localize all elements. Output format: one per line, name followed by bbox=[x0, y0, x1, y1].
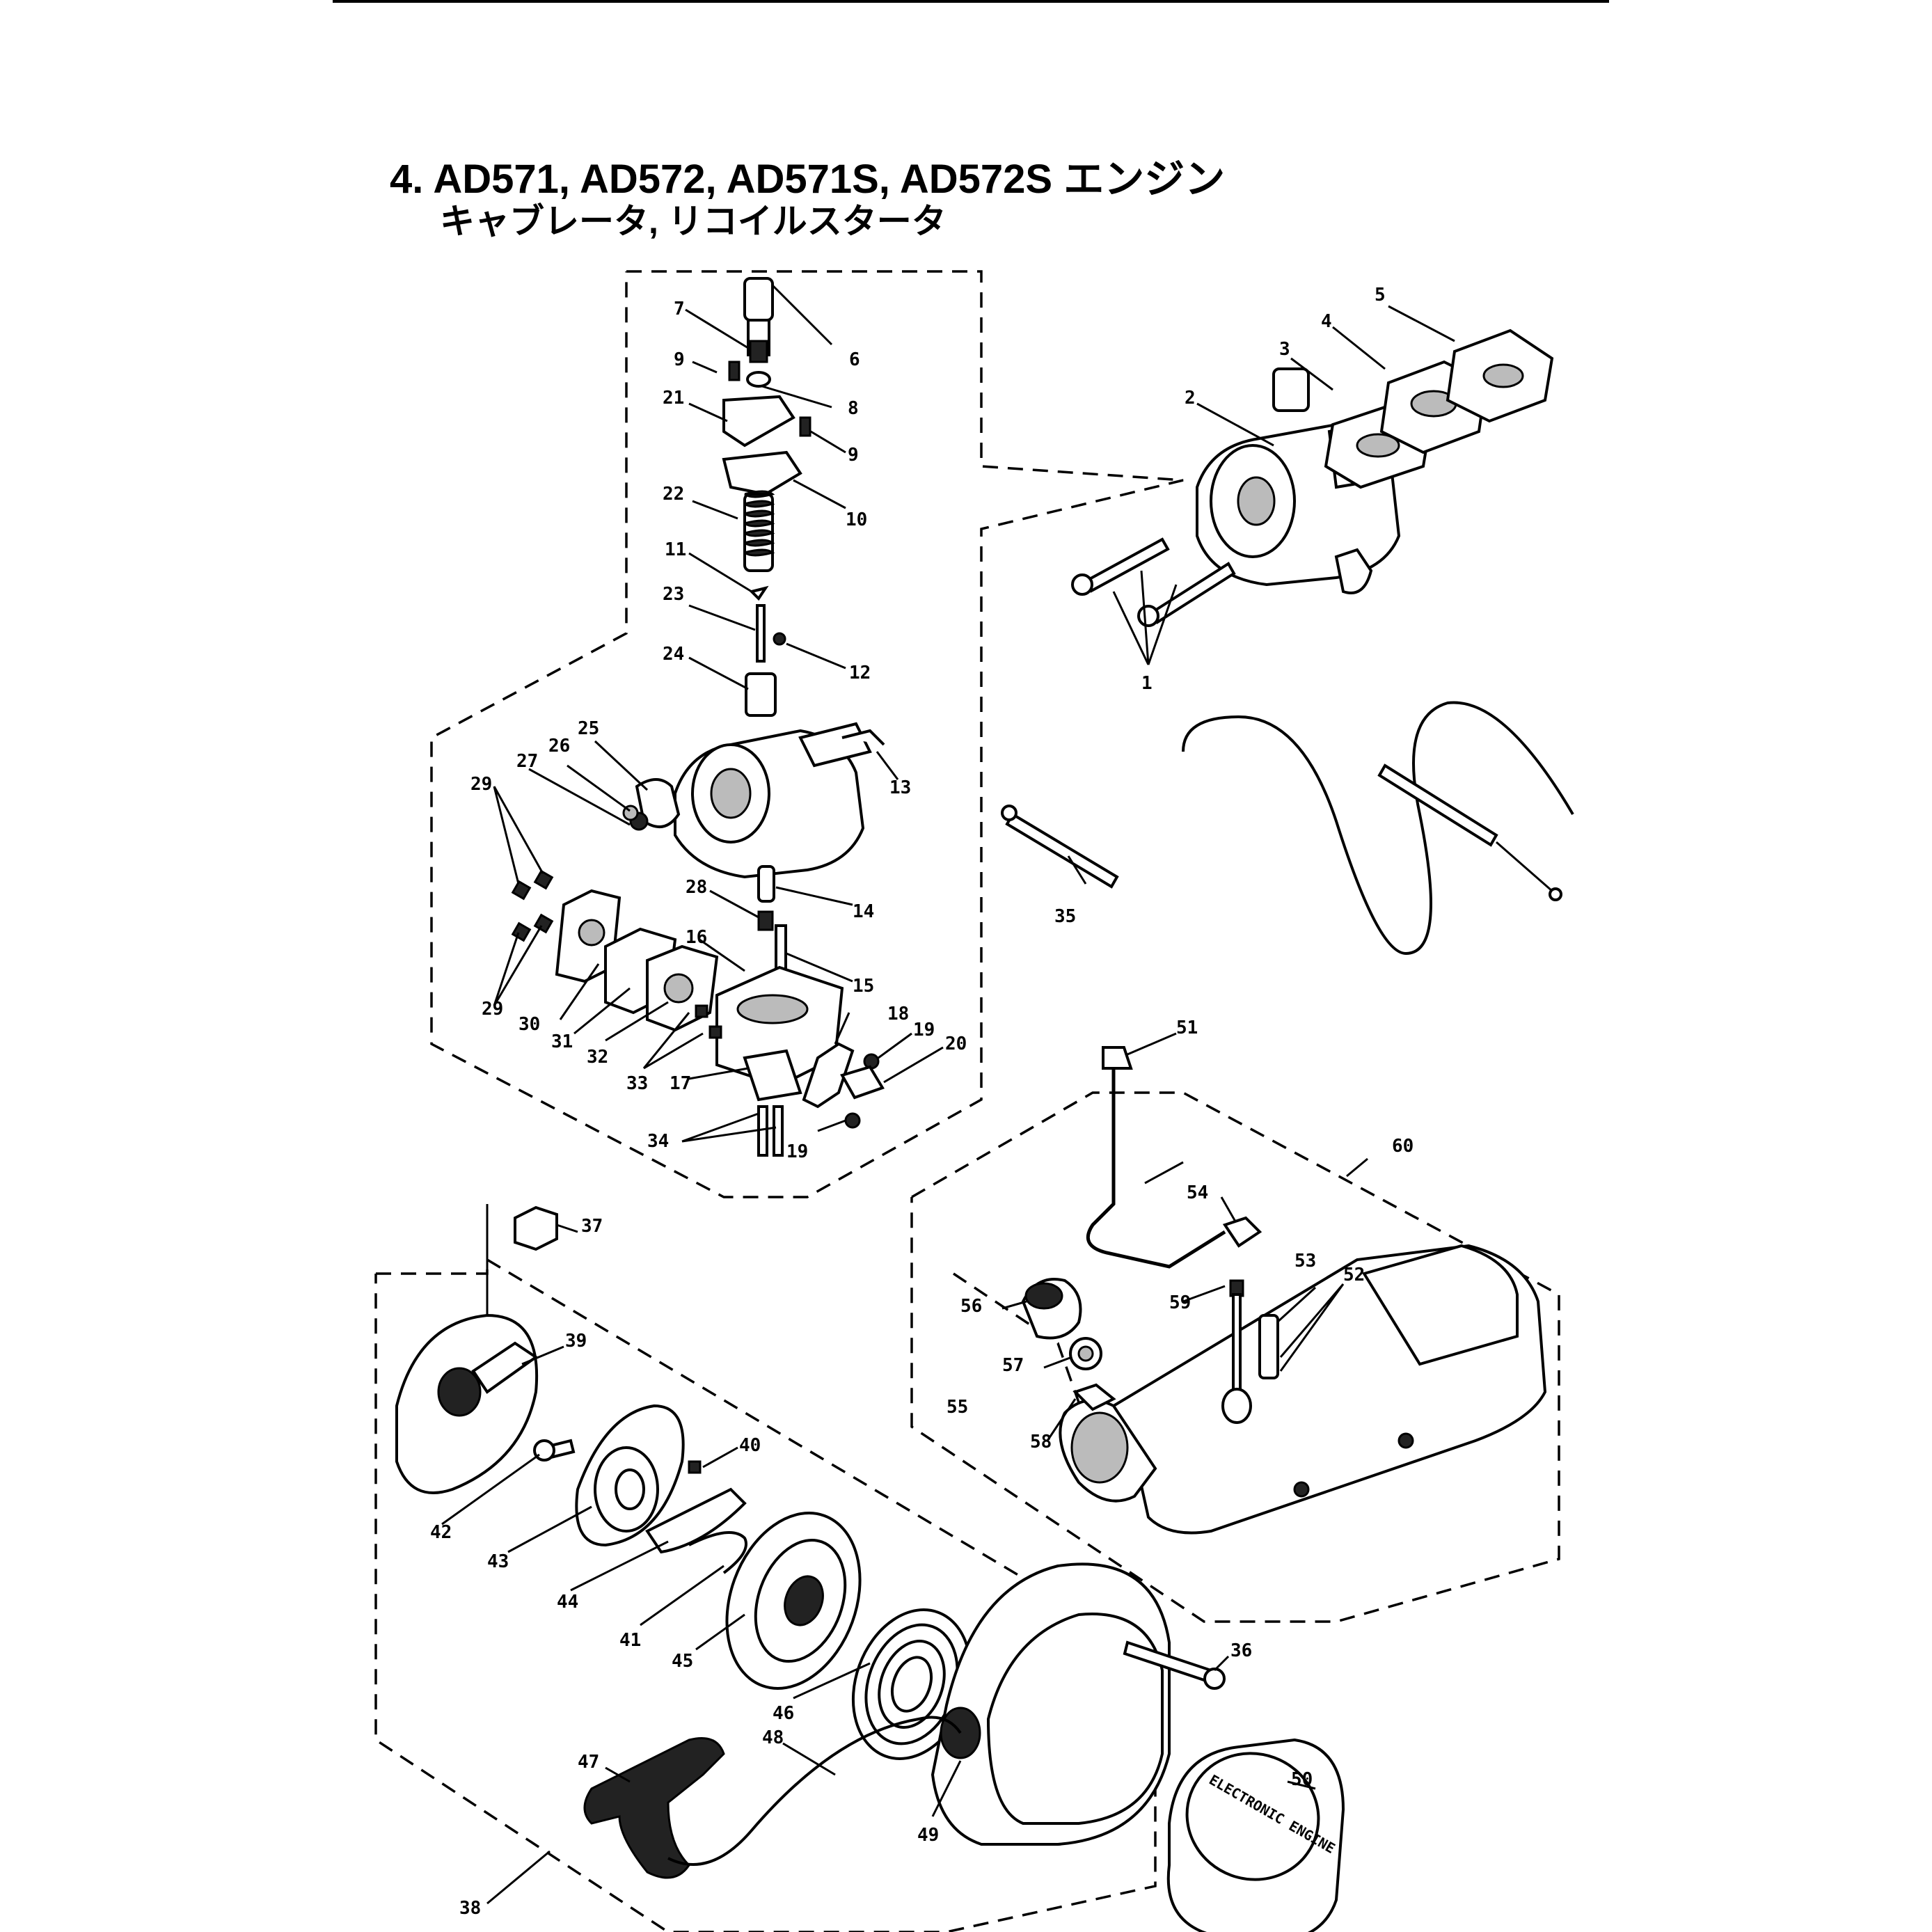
label-part-40: 40 bbox=[739, 1435, 761, 1456]
part-number-labels: 1 2 3 4 5 6 7 8 9 9 10 11 12 13 14 15 16… bbox=[430, 285, 1414, 1919]
recoil-starter: ELECTRONIC ENGINE bbox=[395, 1204, 1345, 1932]
label-part-25: 25 bbox=[578, 718, 599, 739]
leader-lines bbox=[441, 284, 1455, 1905]
label-part-26: 26 bbox=[548, 736, 570, 757]
label-part-6: 6 bbox=[849, 349, 860, 370]
label-part-32: 32 bbox=[587, 1047, 608, 1068]
label-part-39: 39 bbox=[565, 1331, 587, 1352]
label-part-46: 46 bbox=[773, 1703, 794, 1724]
label-part-57: 57 bbox=[1002, 1355, 1024, 1376]
label-part-59: 59 bbox=[1169, 1292, 1191, 1313]
label-part-44: 44 bbox=[557, 1592, 578, 1613]
label-part-56: 56 bbox=[960, 1296, 982, 1317]
label-part-19b: 19 bbox=[786, 1141, 808, 1162]
label-part-58: 58 bbox=[1030, 1432, 1052, 1452]
label-part-23: 23 bbox=[663, 584, 684, 605]
label-part-50: 50 bbox=[1291, 1769, 1313, 1790]
label-part-60: 60 bbox=[1392, 1136, 1414, 1157]
label-part-41: 41 bbox=[619, 1630, 641, 1651]
label-part-51: 51 bbox=[1176, 1018, 1198, 1038]
label-part-15: 15 bbox=[853, 976, 874, 997]
throttle-cable bbox=[1001, 701, 1574, 956]
label-part-29a: 29 bbox=[470, 774, 492, 795]
label-part-22: 22 bbox=[663, 484, 684, 505]
label-part-42: 42 bbox=[430, 1522, 452, 1543]
label-part-4: 4 bbox=[1321, 311, 1332, 332]
label-part-11: 11 bbox=[665, 539, 686, 560]
carburetor-assembly bbox=[1071, 328, 1554, 627]
label-part-35: 35 bbox=[1054, 906, 1076, 927]
label-part-47: 47 bbox=[578, 1752, 599, 1773]
label-part-10: 10 bbox=[846, 509, 867, 530]
label-part-43: 43 bbox=[487, 1551, 509, 1572]
label-part-14: 14 bbox=[853, 901, 874, 922]
label-part-8: 8 bbox=[848, 398, 859, 419]
label-part-53: 53 bbox=[1294, 1251, 1316, 1272]
label-part-13: 13 bbox=[889, 777, 911, 798]
label-part-12: 12 bbox=[849, 663, 871, 683]
label-part-3: 3 bbox=[1279, 339, 1290, 360]
label-part-30: 30 bbox=[518, 1014, 540, 1035]
diagram-subtitle: キャブレータ, リコイルスタータ bbox=[440, 202, 947, 241]
label-part-37: 37 bbox=[581, 1216, 603, 1237]
label-part-9a: 9 bbox=[674, 349, 685, 370]
label-part-28: 28 bbox=[686, 877, 707, 898]
label-part-38: 38 bbox=[459, 1898, 481, 1919]
fuel-tank-group-outline bbox=[910, 1091, 1560, 1623]
top-rule bbox=[333, 0, 1609, 3]
label-part-1: 1 bbox=[1141, 673, 1153, 694]
label-part-5: 5 bbox=[1375, 285, 1386, 306]
label-part-19a: 19 bbox=[913, 1020, 935, 1040]
label-part-7: 7 bbox=[674, 299, 685, 319]
carburetor-group-outline bbox=[430, 270, 1184, 1198]
label-part-48: 48 bbox=[762, 1727, 784, 1748]
label-part-36: 36 bbox=[1230, 1640, 1252, 1661]
label-part-52: 52 bbox=[1343, 1265, 1365, 1285]
label-part-18: 18 bbox=[887, 1004, 909, 1024]
carburetor-parts bbox=[511, 277, 885, 1157]
label-part-9b: 9 bbox=[848, 445, 859, 466]
diagram-title: 4. AD571, AD572, AD571S, AD572S エンジン bbox=[390, 157, 1226, 202]
label-part-49: 49 bbox=[917, 1825, 939, 1846]
label-part-31: 31 bbox=[551, 1031, 573, 1052]
label-part-2: 2 bbox=[1185, 388, 1196, 409]
label-part-54: 54 bbox=[1187, 1182, 1208, 1203]
recoil-starter-group-outline bbox=[374, 1257, 1157, 1932]
label-part-55: 55 bbox=[947, 1397, 968, 1418]
label-part-24: 24 bbox=[663, 644, 684, 665]
label-part-33: 33 bbox=[626, 1073, 648, 1094]
label-part-16: 16 bbox=[686, 927, 707, 948]
label-part-45: 45 bbox=[672, 1651, 693, 1672]
fuel-tank bbox=[1021, 1046, 1547, 1535]
label-part-29b: 29 bbox=[482, 999, 503, 1020]
label-part-21: 21 bbox=[663, 388, 684, 409]
label-part-17: 17 bbox=[670, 1073, 691, 1094]
label-part-27: 27 bbox=[516, 751, 538, 772]
label-part-34: 34 bbox=[647, 1131, 669, 1152]
label-part-20: 20 bbox=[945, 1034, 967, 1054]
